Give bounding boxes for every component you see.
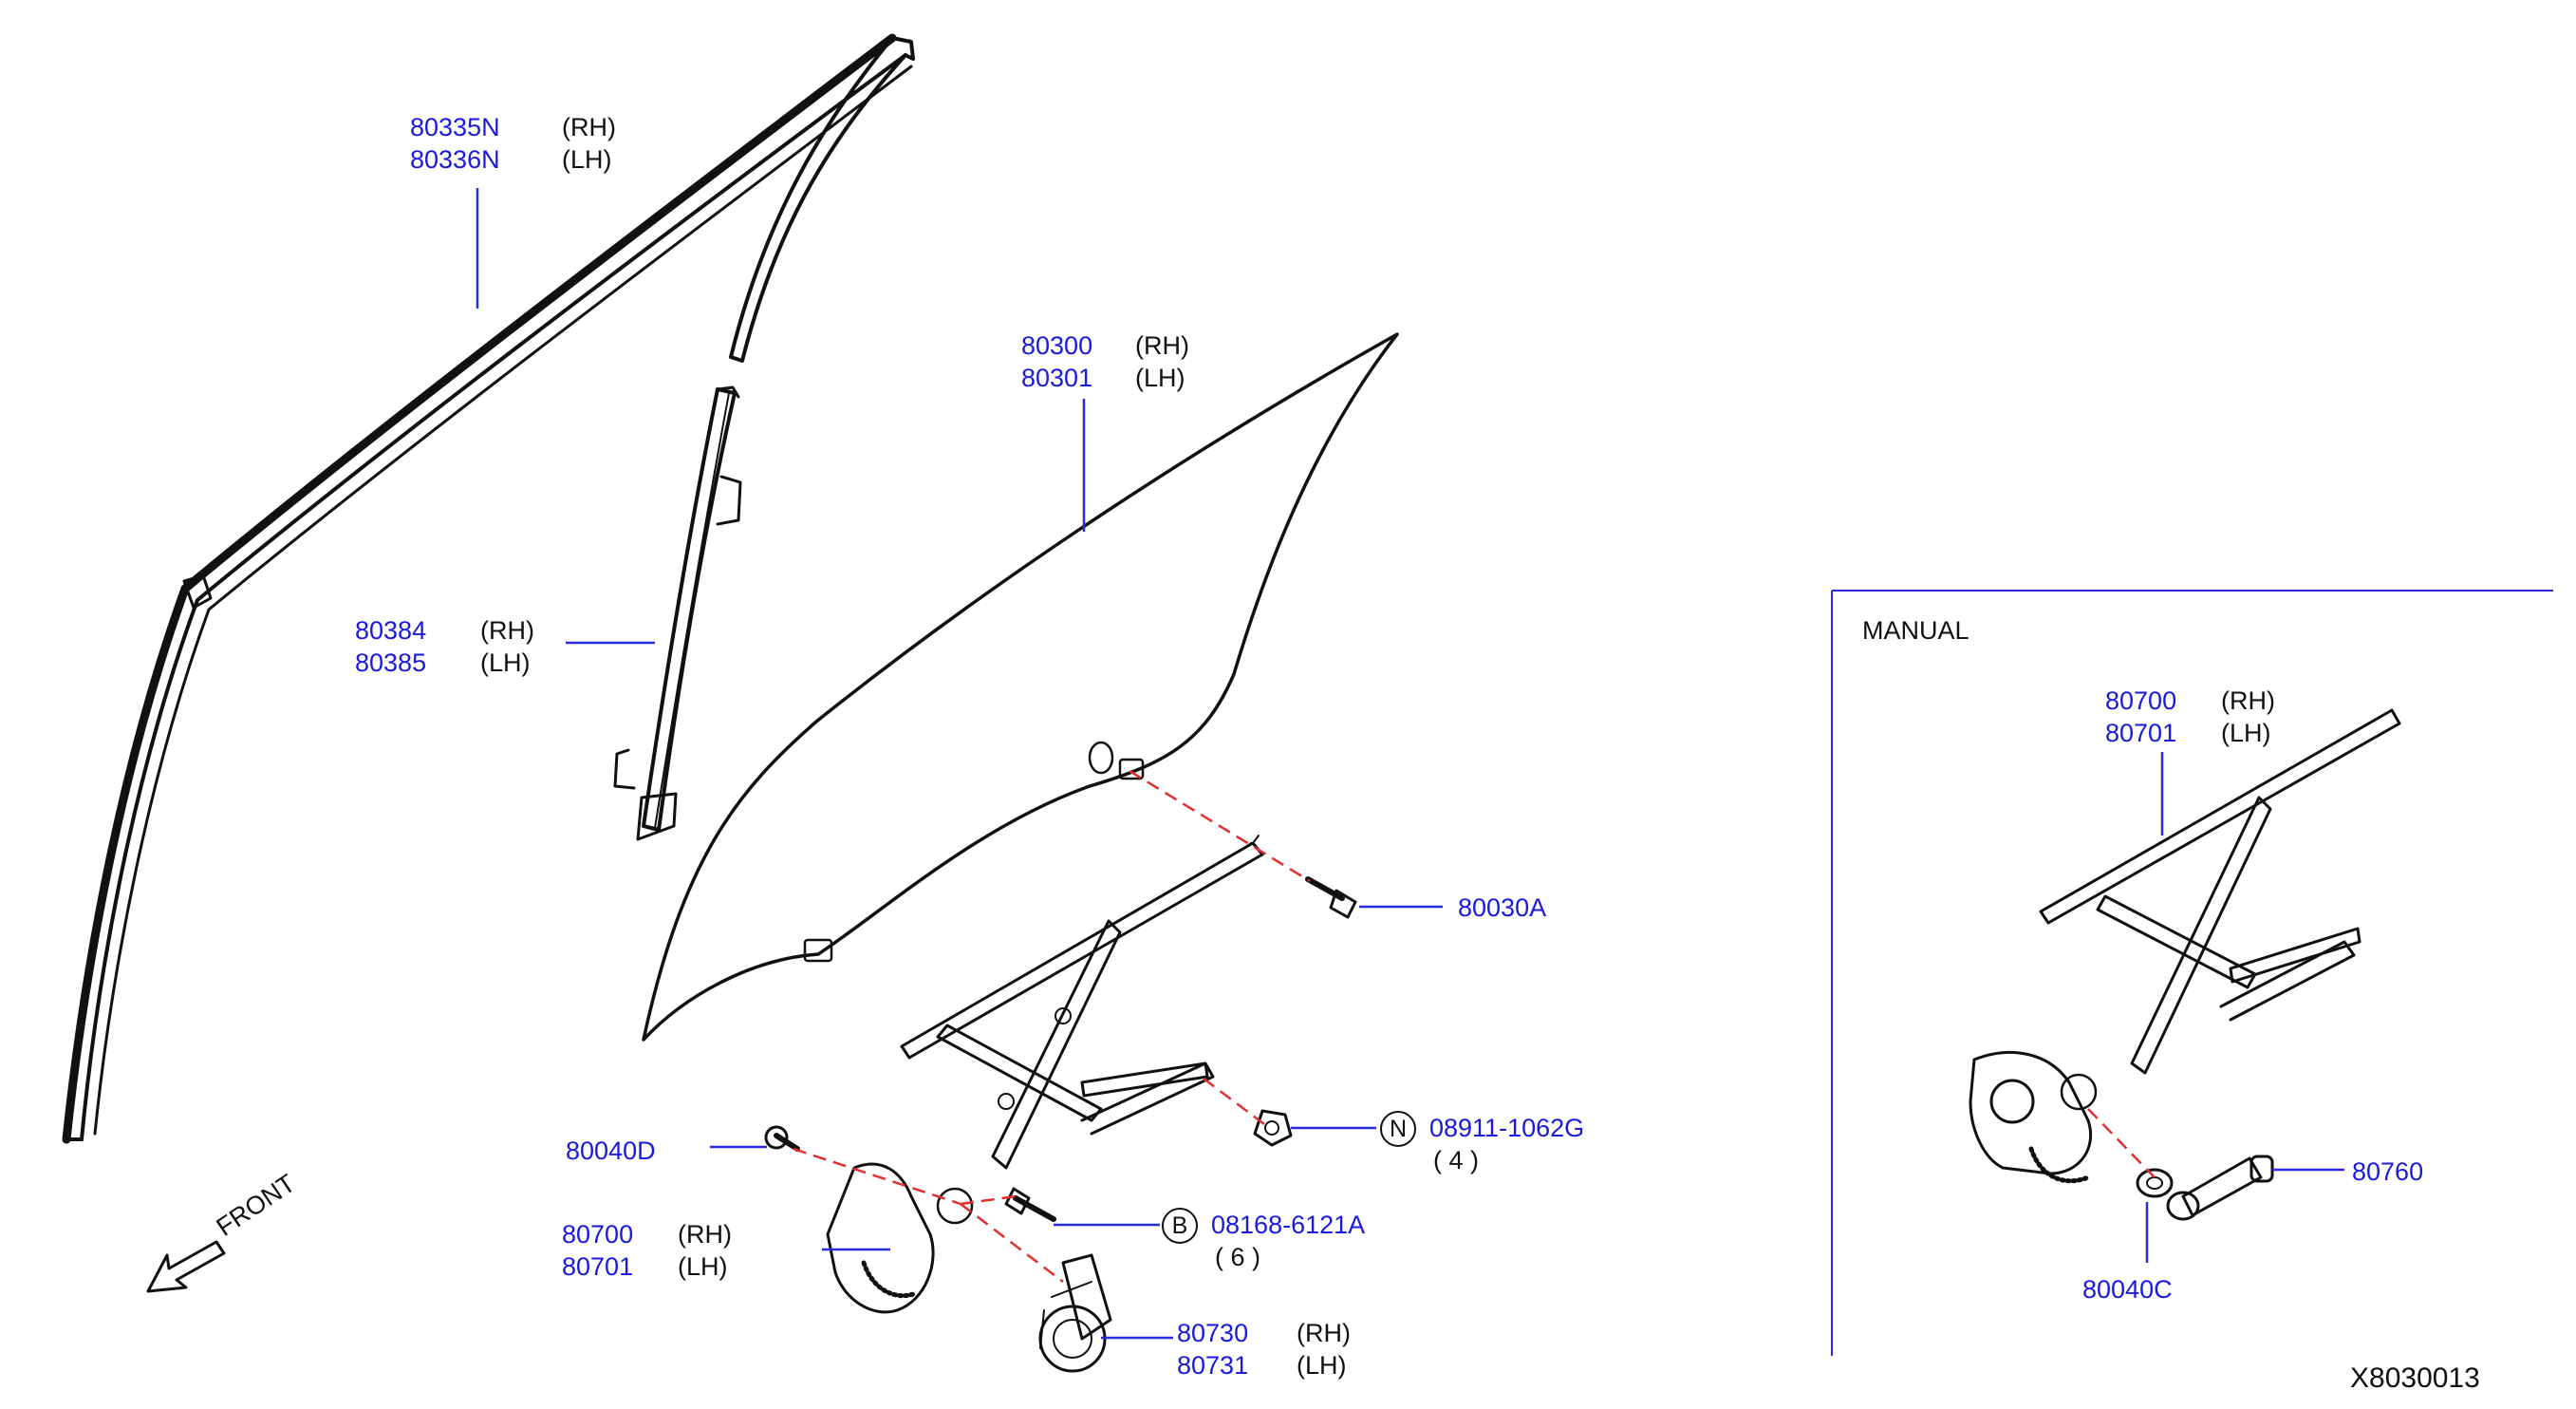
side-lh-label: (LH) xyxy=(1297,1351,1347,1380)
part-number-80700-manual[interactable]: 80700 xyxy=(2105,686,2177,715)
washer-80040c[interactable] xyxy=(2136,1168,2174,1198)
part-number-80760[interactable]: 80760 xyxy=(2352,1157,2424,1186)
leader-lines xyxy=(476,188,2344,1340)
manual-section-title: MANUAL xyxy=(1862,616,1969,645)
side-rh-label: (RH) xyxy=(1297,1319,1351,1347)
part-number-80040d[interactable]: 80040D xyxy=(566,1137,656,1165)
alignment-lines xyxy=(793,769,2156,1283)
door-sash-weatherstrip[interactable] xyxy=(62,33,915,1144)
part-number-08168-6121a[interactable]: 08168-6121A xyxy=(1211,1211,1366,1239)
part-number-80040c[interactable]: 80040C xyxy=(2082,1275,2173,1304)
quantity-label: ( 6 ) xyxy=(1215,1243,1261,1271)
front-sash-channel[interactable] xyxy=(613,385,742,841)
diagram-code: X8030013 xyxy=(2350,1362,2480,1394)
part-number-80701[interactable]: 80701 xyxy=(562,1252,634,1281)
bolt-08168[interactable] xyxy=(1004,1187,1056,1222)
window-crank-handle[interactable] xyxy=(2166,1155,2274,1221)
part-number-80336n[interactable]: 80336N xyxy=(410,145,500,174)
part-number-80385[interactable]: 80385 xyxy=(355,648,427,677)
side-rh-label: (RH) xyxy=(2221,686,2275,715)
part-number-80731[interactable]: 80731 xyxy=(1177,1351,1249,1380)
part-number-80730[interactable]: 80730 xyxy=(1177,1319,1249,1347)
quantity-label: ( 4 ) xyxy=(1433,1146,1480,1174)
side-rh-label: (RH) xyxy=(480,616,534,645)
side-lh-label: (LH) xyxy=(480,648,531,677)
side-rh-label: (RH) xyxy=(562,113,616,141)
side-rh-label: (RH) xyxy=(1135,331,1189,360)
side-rh-label: (RH) xyxy=(678,1220,732,1249)
part-number-80701-manual[interactable]: 80701 xyxy=(2105,719,2177,747)
bolt-80040d[interactable] xyxy=(764,1125,800,1152)
part-number-80335n[interactable]: 80335N xyxy=(410,113,500,141)
side-lh-label: (LH) xyxy=(562,145,612,174)
door-glass[interactable] xyxy=(642,332,1399,1042)
nut-08911[interactable] xyxy=(1253,1109,1293,1147)
front-arrow-icon xyxy=(146,1240,226,1293)
part-number-08911-1062g[interactable]: 08911-1062G xyxy=(1429,1114,1585,1142)
fastener-marker-n: N xyxy=(1380,1111,1416,1147)
manual-box-border xyxy=(1831,590,2553,1356)
bolt-80030a[interactable] xyxy=(1305,876,1357,919)
part-number-80384[interactable]: 80384 xyxy=(355,616,427,645)
part-number-80300[interactable]: 80300 xyxy=(1021,331,1093,360)
part-number-80700[interactable]: 80700 xyxy=(562,1220,634,1249)
power-window-regulator[interactable] xyxy=(826,835,1264,1314)
side-lh-label: (LH) xyxy=(2221,719,2271,747)
side-lh-label: (LH) xyxy=(678,1252,728,1281)
fastener-marker-b: B xyxy=(1162,1208,1198,1244)
part-number-80301[interactable]: 80301 xyxy=(1021,364,1093,392)
manual-window-regulator[interactable] xyxy=(1969,708,2401,1184)
side-lh-label: (LH) xyxy=(1135,364,1185,392)
part-number-80030a[interactable]: 80030A xyxy=(1458,893,1547,922)
